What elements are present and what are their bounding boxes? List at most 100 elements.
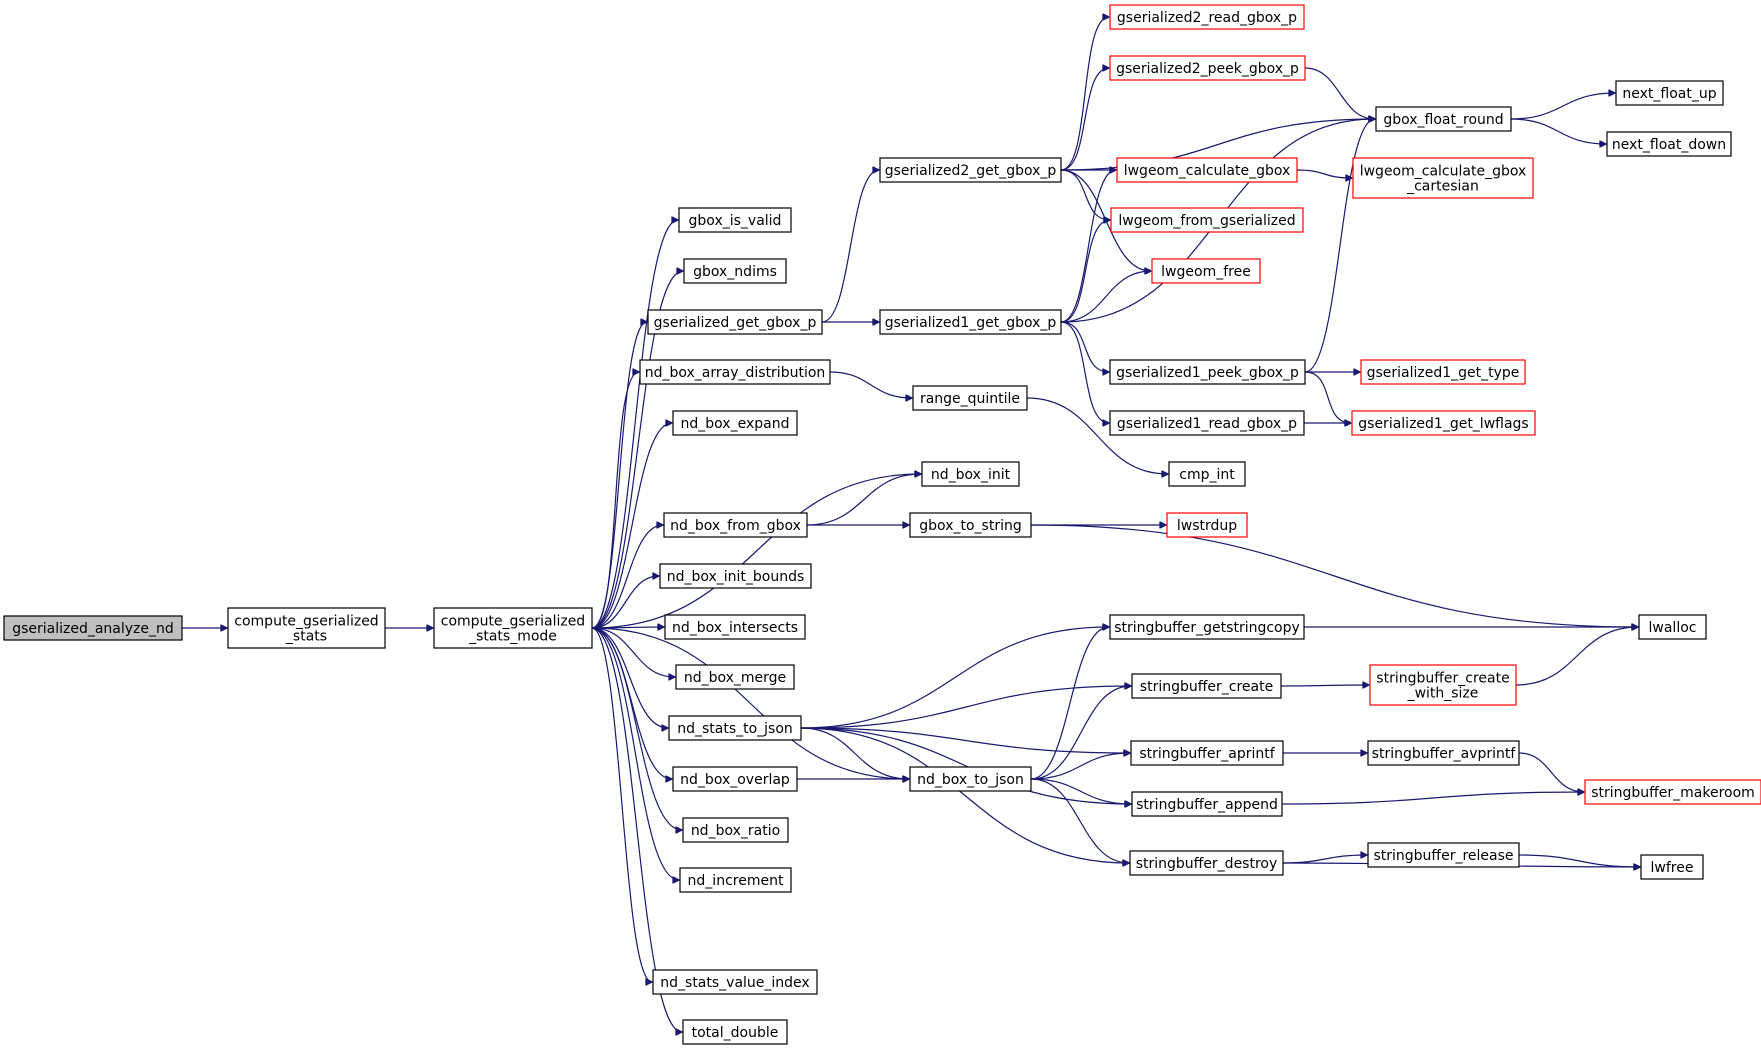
node-label: lwgeom_calculate_gbox	[1124, 163, 1291, 179]
node-label: nd_box_init_bounds	[667, 569, 805, 585]
node-next_float_down[interactable]: next_float_down	[1606, 131, 1732, 157]
node-nd_box_from_gbox[interactable]: nd_box_from_gbox	[663, 512, 808, 538]
node-gserialized2_get_gbox_p[interactable]: gserialized2_get_gbox_p	[879, 157, 1062, 183]
node-box	[1640, 854, 1704, 880]
node-box	[909, 766, 1032, 792]
node-box	[652, 969, 818, 995]
edge-gserialized2_get_gbox_p-to-gserialized2_read_gbox_p	[1060, 17, 1109, 171]
node-lwfree[interactable]: lwfree	[1640, 854, 1704, 880]
node-box	[921, 461, 1020, 487]
node-cmp_int[interactable]: cmp_int	[1168, 461, 1246, 487]
node-box	[1638, 614, 1707, 640]
edge-nd_box_to_json-to-stringbuffer_append	[1030, 778, 1131, 804]
node-compute_gserialized_stats[interactable]: compute_gserialized_stats	[227, 607, 386, 649]
node-box	[1367, 842, 1520, 868]
node-nd_box_ratio[interactable]: nd_box_ratio	[682, 817, 789, 843]
node-nd_box_expand[interactable]: nd_box_expand	[672, 410, 798, 436]
node-lwalloc[interactable]: lwalloc	[1638, 614, 1707, 640]
node-gbox_is_valid[interactable]: gbox_is_valid	[678, 207, 792, 233]
node-nd_box_to_json[interactable]: nd_box_to_json	[909, 766, 1032, 792]
node-label: stringbuffer_release	[1373, 848, 1513, 864]
node-lwgeom_from_gserialized[interactable]: lwgeom_from_gserialized	[1110, 207, 1304, 233]
node-gserialized_get_gbox_p[interactable]: gserialized_get_gbox_p	[647, 309, 823, 335]
edge-nd_box_to_json-to-stringbuffer_aprintf	[1030, 753, 1130, 780]
node-total_double[interactable]: total_double	[682, 1019, 788, 1045]
node-stringbuffer_append[interactable]: stringbuffer_append	[1131, 791, 1283, 817]
node-gserialized1_get_lwflags[interactable]: gserialized1_get_lwflags	[1351, 410, 1536, 436]
edge-compute_gserialized_stats_mode-to-nd_box_init	[591, 474, 921, 629]
node-gserialized2_read_gbox_p[interactable]: gserialized2_read_gbox_p	[1109, 4, 1305, 30]
node-gserialized_analyze_nd[interactable]: gserialized_analyze_nd	[3, 615, 183, 641]
node-box	[227, 607, 386, 649]
node-nd_box_init_bounds[interactable]: nd_box_init_bounds	[659, 563, 812, 589]
edge-compute_gserialized_stats_mode-to-gbox_is_valid	[591, 220, 678, 629]
node-box	[1151, 258, 1261, 284]
node-label: next_float_down	[1612, 137, 1726, 153]
node-box	[1129, 850, 1284, 876]
edge-stringbuffer_append-to-stringbuffer_makeroom	[1281, 792, 1584, 805]
node-stringbuffer_avprintf[interactable]: stringbuffer_avprintf	[1367, 740, 1520, 766]
node-label: next_float_up	[1622, 86, 1716, 102]
node-gbox_to_string[interactable]: gbox_to_string	[909, 512, 1032, 538]
node-label: stringbuffer_getstringcopy	[1114, 620, 1300, 636]
node-gserialized2_peek_gbox_p[interactable]: gserialized2_peek_gbox_p	[1109, 55, 1306, 81]
node-next_float_up[interactable]: next_float_up	[1615, 80, 1724, 106]
node-gbox_ndims[interactable]: gbox_ndims	[683, 258, 787, 284]
node-stringbuffer_release[interactable]: stringbuffer_release	[1367, 842, 1520, 868]
node-nd_box_intersects[interactable]: nd_box_intersects	[664, 614, 806, 640]
edge-gserialized1_peek_gbox_p-to-gserialized1_get_lwflags	[1304, 371, 1351, 423]
node-gserialized1_get_gbox_p[interactable]: gserialized1_get_gbox_p	[879, 309, 1062, 335]
node-box	[1131, 791, 1283, 817]
node-lwstrdup[interactable]: lwstrdup	[1166, 512, 1248, 538]
node-stringbuffer_makeroom[interactable]: stringbuffer_makeroom	[1584, 779, 1761, 805]
node-gserialized1_peek_gbox_p[interactable]: gserialized1_peek_gbox_p	[1109, 359, 1306, 385]
node-compute_gserialized_stats_mode[interactable]: compute_gserialized_stats_mode	[433, 607, 593, 649]
edge-nd_box_array_distribution-to-range_quintile	[829, 371, 912, 398]
edge-compute_gserialized_stats_mode-to-nd_increment	[591, 627, 679, 880]
edge-compute_gserialized_stats_mode-to-nd_box_merge	[591, 627, 675, 677]
edge-gserialized1_peek_gbox_p-to-gbox_float_round	[1304, 119, 1375, 373]
node-label: nd_box_init	[931, 467, 1011, 483]
node-nd_box_overlap[interactable]: nd_box_overlap	[672, 766, 798, 792]
node-box	[1109, 4, 1305, 30]
node-gbox_float_round[interactable]: gbox_float_round	[1375, 106, 1512, 132]
node-nd_stats_to_json[interactable]: nd_stats_to_json	[668, 715, 802, 741]
node-label: stringbuffer_makeroom	[1591, 785, 1755, 801]
edge-nd_box_to_json-to-stringbuffer_destroy	[1030, 778, 1129, 863]
node-nd_box_merge[interactable]: nd_box_merge	[675, 664, 795, 690]
edge-compute_gserialized_stats_mode-to-nd_box_array_distribution	[591, 372, 639, 629]
edge-stringbuffer_create-to-stringbuffer_create_with_size	[1280, 685, 1369, 686]
node-box	[433, 607, 593, 649]
node-nd_stats_value_index[interactable]: nd_stats_value_index	[652, 969, 818, 995]
node-label: gserialized1_get_gbox_p	[885, 315, 1057, 331]
node-box	[879, 309, 1062, 335]
node-box	[3, 615, 183, 641]
node-label: lwgeom_calculate_gbox	[1360, 164, 1527, 180]
node-label: gbox_float_round	[1383, 112, 1503, 128]
node-nd_increment[interactable]: nd_increment	[679, 867, 792, 893]
edge-gbox_float_round-to-next_float_up	[1510, 93, 1615, 120]
node-stringbuffer_aprintf[interactable]: stringbuffer_aprintf	[1130, 740, 1284, 766]
node-lwgeom_free[interactable]: lwgeom_free	[1151, 258, 1261, 284]
node-stringbuffer_create_with_size[interactable]: stringbuffer_create_with_size	[1369, 664, 1517, 706]
edge-nd_stats_to_json-to-stringbuffer_destroy	[800, 727, 1129, 863]
node-nd_box_array_distribution[interactable]: nd_box_array_distribution	[639, 359, 831, 385]
node-box	[1110, 207, 1304, 233]
edge-nd_stats_to_json-to-nd_box_to_json	[800, 727, 909, 779]
node-stringbuffer_getstringcopy[interactable]: stringbuffer_getstringcopy	[1109, 614, 1305, 640]
node-lwgeom_calculate_gbox_cartesian[interactable]: lwgeom_calculate_gbox_cartesian	[1352, 157, 1534, 199]
node-nd_box_init[interactable]: nd_box_init	[921, 461, 1020, 487]
node-gserialized1_get_type[interactable]: gserialized1_get_type	[1360, 359, 1526, 385]
node-label: stringbuffer_create	[1140, 679, 1273, 695]
node-gserialized1_read_gbox_p[interactable]: gserialized1_read_gbox_p	[1109, 410, 1305, 436]
node-label: nd_stats_value_index	[660, 975, 809, 991]
node-range_quintile[interactable]: range_quintile	[912, 385, 1028, 411]
node-lwgeom_calculate_gbox[interactable]: lwgeom_calculate_gbox	[1116, 157, 1298, 183]
node-stringbuffer_destroy[interactable]: stringbuffer_destroy	[1129, 850, 1284, 876]
node-stringbuffer_create[interactable]: stringbuffer_create	[1131, 673, 1282, 699]
node-box	[879, 157, 1062, 183]
edge-gbox_float_round-to-next_float_down	[1510, 118, 1606, 144]
node-label: gserialized2_get_gbox_p	[885, 163, 1057, 179]
node-label: gbox_is_valid	[689, 213, 782, 229]
